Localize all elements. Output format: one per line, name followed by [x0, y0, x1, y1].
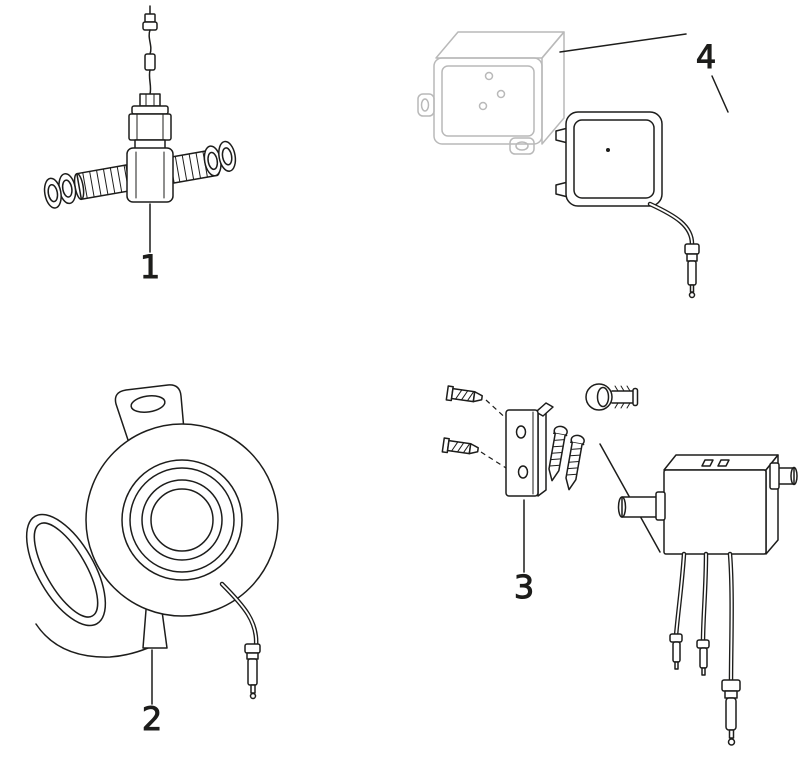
- valve-stem: [128, 93, 172, 151]
- part-1-label: 1: [140, 248, 160, 286]
- part-2-escutcheon: 2: [25, 384, 279, 739]
- mounting-bracket: [505, 402, 554, 497]
- control-unit-housing: [663, 469, 767, 555]
- control-unit-connector-3: [721, 679, 741, 746]
- screw-right: [565, 434, 585, 491]
- valve-cable-connector: [142, 5, 158, 95]
- anchor-bottom-alignment-line: [480, 451, 507, 469]
- bracket-hole-top: [515, 425, 527, 439]
- power-supply-clip-bottom: [555, 181, 569, 198]
- control-unit-connector-2: [696, 639, 710, 676]
- bracket-hole-bottom: [517, 465, 529, 479]
- valve-gasket-washers: [43, 140, 237, 209]
- cover-plug: [585, 383, 639, 411]
- power-supply-clip-top: [555, 127, 569, 144]
- escutcheon-cable: [219, 581, 259, 649]
- flush-mount-box-ghost: [417, 31, 565, 155]
- escutcheon-center-hole: [141, 479, 223, 561]
- part-4-leader-line-right: [711, 75, 729, 113]
- box-left-mounting-tab: [417, 93, 435, 117]
- power-supply-connector: [684, 243, 700, 299]
- bracket-top-hook: [535, 402, 554, 417]
- tab-slot-hole: [130, 394, 166, 414]
- control-unit-top-face: [663, 454, 779, 471]
- control-unit-cable-2: [700, 551, 709, 645]
- control-unit-connector-1: [669, 633, 683, 670]
- power-supply-unit: [555, 111, 700, 299]
- part-3-label: 3: [514, 568, 534, 606]
- control-unit-cable-3: [727, 551, 734, 685]
- screw-left: [548, 425, 568, 482]
- part-4-leader-line-left: [559, 33, 687, 53]
- escutcheon-outer-rim: [85, 423, 279, 617]
- box-bottom-mounting-tab: [509, 137, 535, 155]
- power-supply-cable: [647, 201, 695, 247]
- part-4-power-supply-set: 4: [417, 31, 729, 299]
- wall-anchor-top: [445, 385, 483, 403]
- escutcheon-cable-connector: [244, 643, 261, 700]
- part-2-label: 2: [142, 700, 162, 738]
- valve-pipe-assembly: [43, 140, 237, 209]
- control-unit: [617, 454, 798, 746]
- control-unit-cable-1: [673, 551, 687, 639]
- escutcheon-foot: [142, 609, 168, 649]
- power-supply-housing: [565, 111, 663, 207]
- part-1-solenoid-valve: 1: [43, 5, 237, 287]
- part-4-label: 4: [696, 38, 716, 76]
- valve-body: [126, 147, 174, 203]
- wall-anchor-bottom: [441, 437, 479, 455]
- drawing-layer: 1: [25, 5, 798, 746]
